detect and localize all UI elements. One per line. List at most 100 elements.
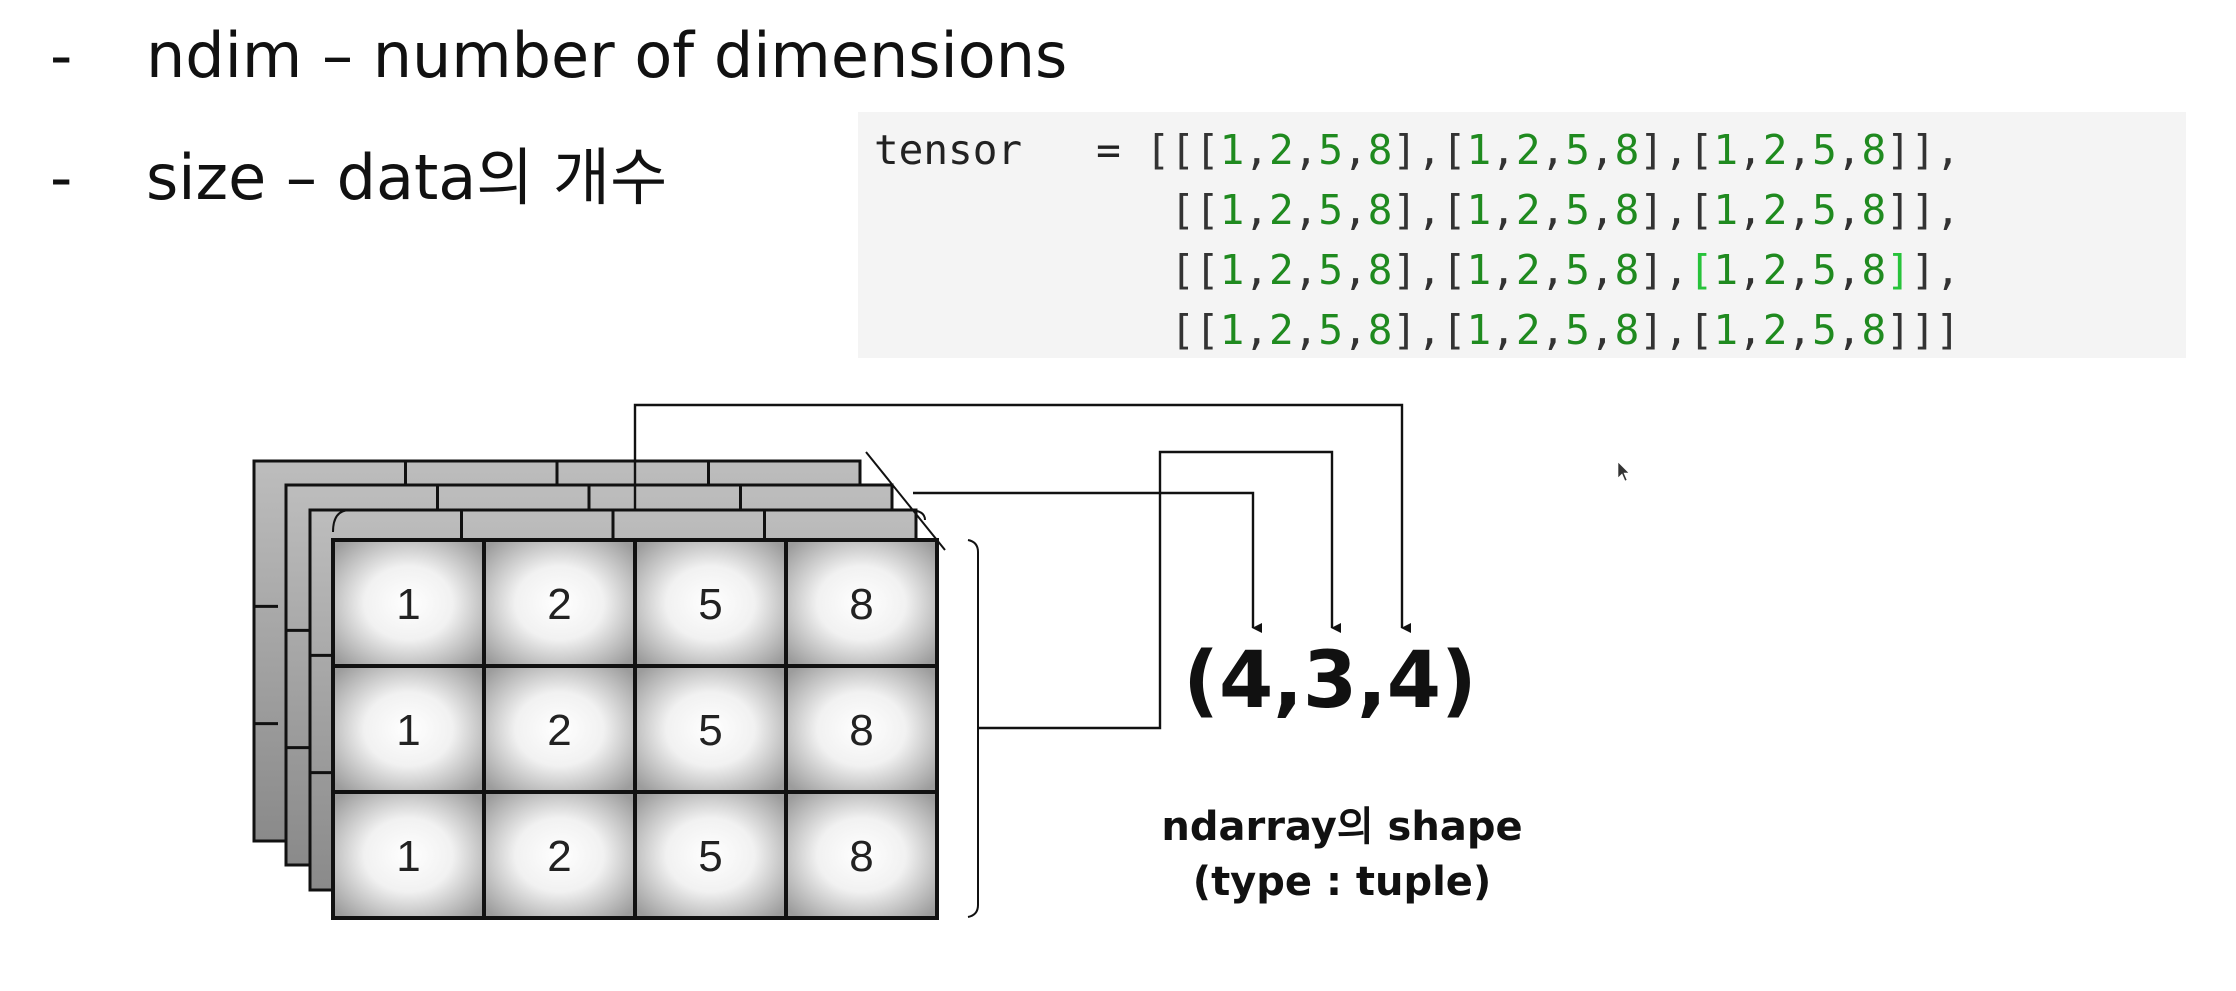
code-line-1: tensor = [[[1,2,5,8],[1,2,5,8],[1,2,5,8]…	[874, 120, 1960, 180]
code-comma: ,	[1836, 126, 1862, 174]
matrix-cell-value: 1	[396, 580, 420, 629]
arrow-rows	[978, 450, 1341, 730]
code-comma: ,	[1540, 186, 1566, 234]
code-line-3: [[1,2,5,8],[1,2,5,8],[1,2,5,8]],	[874, 240, 1960, 300]
code-number: 1	[1466, 246, 1492, 294]
code-comma: ,	[1738, 186, 1763, 234]
depth-bracket	[865, 451, 946, 551]
code-comma: ,	[1244, 186, 1269, 234]
code-number: 2	[1762, 186, 1788, 234]
code-bracket: ]	[1910, 126, 1936, 174]
code-comma: ,	[1787, 246, 1813, 294]
matrix-cell	[784, 664, 939, 794]
code-comma: ,	[1663, 126, 1689, 174]
code-number: 1	[1219, 246, 1245, 294]
code-number: 1	[1219, 186, 1245, 234]
code-bracket: ]	[1910, 306, 1936, 354]
code-bracket: ]	[1639, 186, 1664, 234]
code-number: 2	[1762, 246, 1788, 294]
code-comma: ,	[1935, 246, 1961, 294]
code-operator: =	[1022, 126, 1146, 174]
code-comma: ,	[1244, 126, 1269, 174]
code-number: 8	[1861, 306, 1887, 354]
rows-bracket	[967, 539, 979, 918]
matrix-cell	[482, 538, 637, 668]
code-bracket: [	[1194, 126, 1220, 174]
bullet-dash: -	[50, 19, 73, 92]
code-bracket: [	[1170, 126, 1195, 174]
code-comma: ,	[1417, 246, 1442, 294]
code-comma: ,	[1491, 306, 1516, 354]
code-number: 5	[1812, 306, 1837, 354]
code-comma: ,	[1663, 246, 1689, 294]
code-comma: ,	[1589, 246, 1615, 294]
code-comma: ,	[1836, 246, 1862, 294]
code-bracket: [	[1194, 306, 1220, 354]
code-number: 8	[1861, 186, 1887, 234]
code-number: 8	[1614, 306, 1640, 354]
matrix-cell-value: 8	[849, 832, 873, 881]
code-comma: ,	[1343, 306, 1368, 354]
code-bracket: ]	[1392, 306, 1418, 354]
arrow-columns	[913, 491, 1262, 633]
matrix-cell-value: 8	[849, 706, 873, 755]
code-comma: ,	[1343, 126, 1368, 174]
code-number: 8	[1614, 126, 1640, 174]
code-number: 5	[1565, 126, 1590, 174]
code-comma: ,	[1540, 306, 1566, 354]
code-number: 8	[1367, 246, 1393, 294]
code-bracket: ]	[1392, 126, 1418, 174]
code-bracket: ]	[1639, 126, 1664, 174]
code-bracket: [	[1170, 306, 1195, 354]
code-comma: ,	[1293, 126, 1319, 174]
code-bracket: [	[1688, 126, 1714, 174]
code-number: 8	[1614, 186, 1640, 234]
code-number: 1	[1713, 186, 1739, 234]
code-number: 2	[1515, 306, 1541, 354]
code-number: 8	[1367, 186, 1393, 234]
code-comma: ,	[1738, 246, 1763, 294]
matrix-cell-value: 1	[396, 706, 420, 755]
tensor-code-block: tensor = [[[1,2,5,8],[1,2,5,8],[1,2,5,8]…	[858, 112, 2186, 358]
code-comma: ,	[1738, 126, 1763, 174]
code-comma: ,	[1417, 126, 1442, 174]
code-bracket: [	[1145, 126, 1171, 174]
matrix-cell	[784, 790, 939, 920]
code-bracket: [	[1688, 186, 1714, 234]
code-number: 5	[1812, 186, 1837, 234]
code-number: 5	[1318, 126, 1344, 174]
code-number: 5	[1565, 186, 1590, 234]
code-bracket: [	[1441, 126, 1467, 174]
matrix-cell	[784, 538, 939, 668]
columns-bracket	[332, 509, 926, 533]
code-number: 2	[1268, 186, 1294, 234]
code-bracket: ]	[1639, 306, 1664, 354]
code-number: 1	[1466, 186, 1492, 234]
code-bracket: ]	[1910, 186, 1936, 234]
code-comma: ,	[1738, 306, 1763, 354]
code-number: 1	[1713, 126, 1739, 174]
code-number: 5	[1318, 246, 1344, 294]
shape-tuple-label: (4,3,4)	[1183, 636, 1476, 726]
code-comma: ,	[1244, 306, 1269, 354]
code-comma: ,	[1787, 186, 1813, 234]
code-number: 5	[1812, 246, 1837, 294]
shape-caption-title: ndarray의 shape	[1161, 804, 1522, 850]
code-comma: ,	[1935, 186, 1961, 234]
matrix-cell-value: 1	[396, 832, 420, 881]
code-comma: ,	[1663, 306, 1689, 354]
code-line-2: [[1,2,5,8],[1,2,5,8],[1,2,5,8]],	[874, 180, 1960, 240]
bullet-size-text: size – data의 개수	[146, 141, 668, 214]
code-number: 8	[1861, 126, 1887, 174]
code-comma: ,	[1589, 306, 1615, 354]
code-number: 5	[1565, 246, 1590, 294]
matrix-cell-value: 5	[698, 832, 722, 881]
code-bracket: [	[1441, 306, 1467, 354]
code-comma: ,	[1540, 246, 1566, 294]
shape-caption-type: (type : tuple)	[1193, 859, 1491, 905]
code-bracket: ]	[1886, 306, 1911, 354]
code-number: 1	[1466, 126, 1492, 174]
code-bracket: [	[1170, 246, 1195, 294]
